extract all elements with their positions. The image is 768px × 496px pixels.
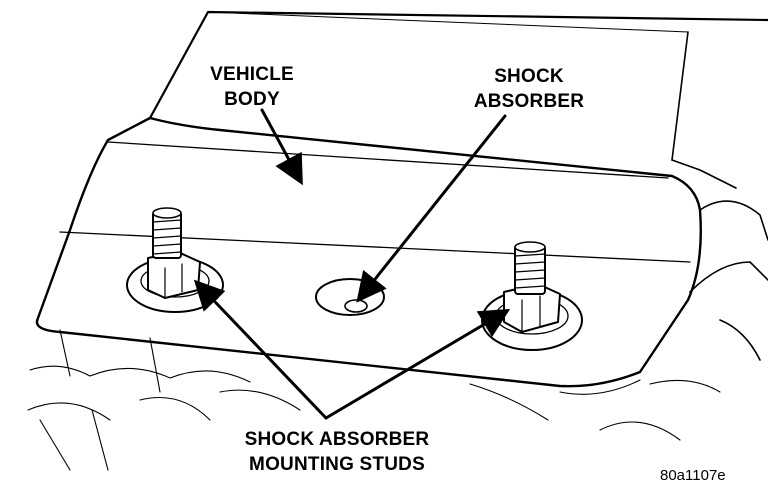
shock-absorber-label: SHOCK ABSORBER [454,64,604,114]
back-wall-inner-line [207,11,689,33]
mounting-plate [35,116,702,388]
right-mounting-stud [481,241,583,351]
plate-inner-edge [107,141,669,179]
back-wall-right-edge [671,31,689,161]
shock-absorber-label-line1: SHOCK [494,66,564,87]
vehicle-body-label-line2: BODY [224,89,280,110]
shock-absorber-label-line2: ABSORBER [473,91,585,112]
right-stud-arrow [324,308,511,420]
left-mounting-stud [126,207,224,313]
vehicle-body-label-line1: VEHICLE [210,64,294,85]
shock-absorber-hole [315,278,385,316]
figure-code: 80a1107e [660,467,726,484]
mounting-studs-label: SHOCK ABSORBER MOUNTING STUDS [212,427,462,477]
lower-trim [27,329,721,471]
vehicle-body-arrow [260,108,303,186]
mounting-studs-label-line1: SHOCK ABSORBER [244,429,430,450]
vehicle-body-label: VEHICLE BODY [196,62,308,112]
right-bracket [689,200,768,361]
back-wall-corner [671,159,737,189]
mounting-studs-label-line2: MOUNTING STUDS [249,454,425,475]
left-stud-arrow [193,279,328,420]
shock-absorber-arrow [356,114,507,303]
